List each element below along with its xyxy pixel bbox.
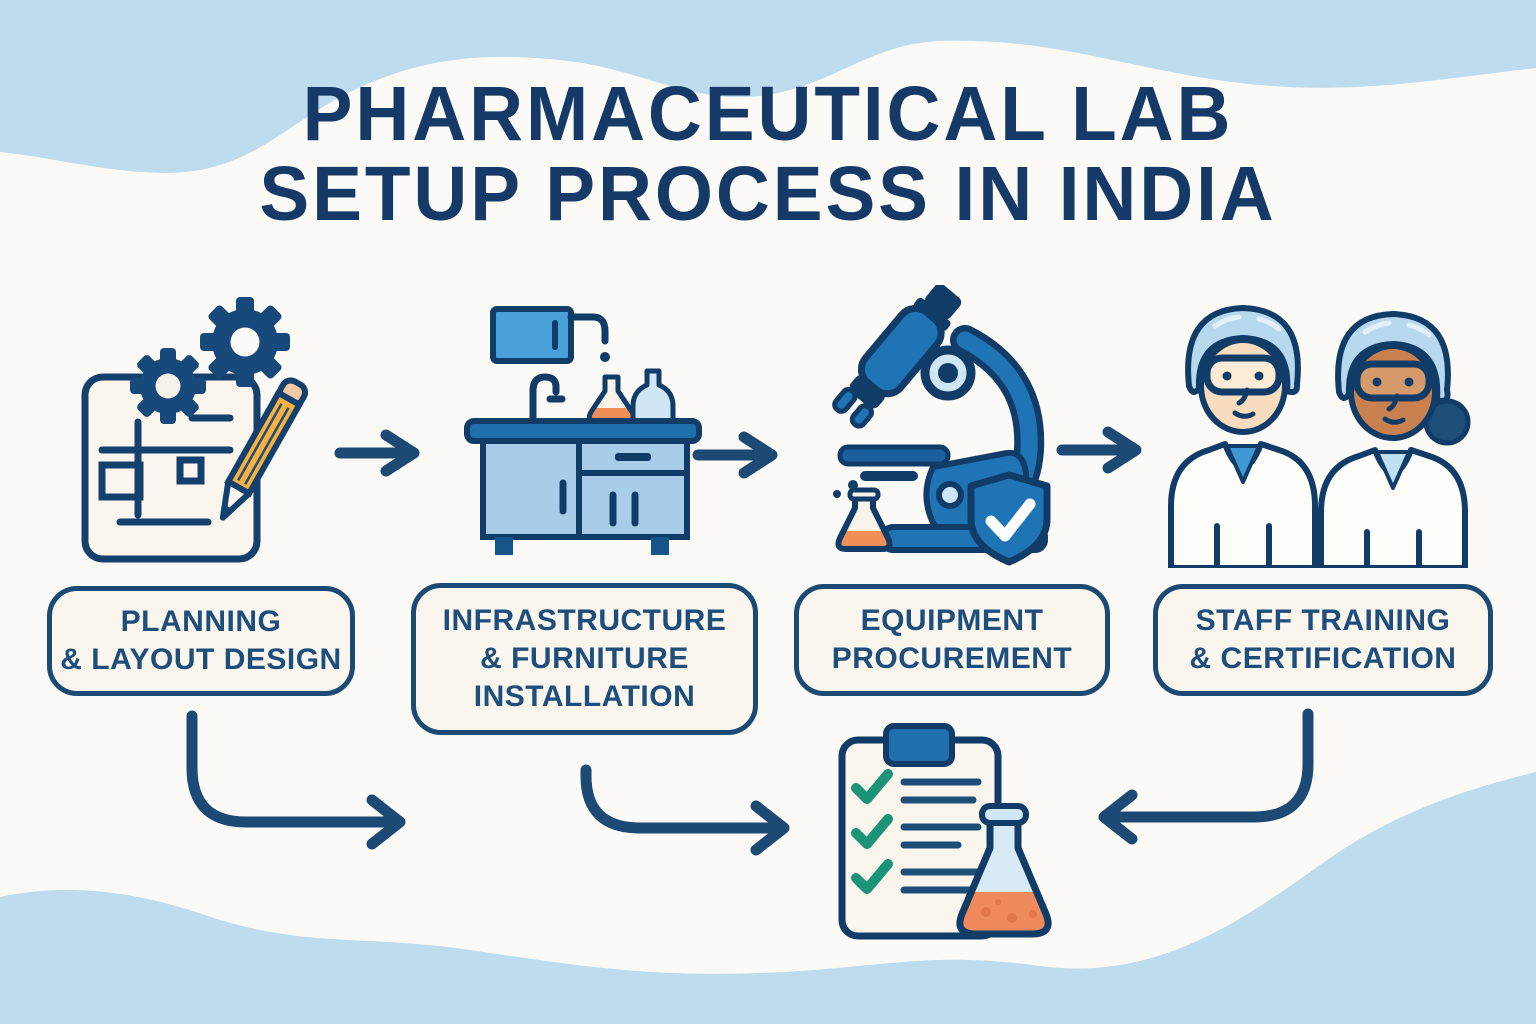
step-box-staff-training: STAFF TRAINING & CERTIFICATION	[1153, 584, 1493, 696]
checkmark-icon	[851, 859, 893, 894]
step-box-infrastructure: INFRASTRUCTURE & FURNITURE INSTALLATION	[411, 583, 758, 735]
floor-plan-lines	[98, 414, 234, 526]
gear-icon	[130, 348, 206, 424]
result-flask-icon	[956, 803, 1052, 938]
base-cabinet	[480, 438, 690, 540]
step-box-equipment: EQUIPMENT PROCUREMENT	[794, 584, 1110, 696]
checklist-flask-icon	[838, 723, 1052, 940]
step-label-line: INSTALLATION	[473, 680, 696, 713]
step-label-line: & FURNITURE	[480, 642, 689, 675]
quality-shield-icon	[967, 471, 1051, 566]
lab-staff-icon	[1168, 305, 1471, 568]
staff-person-right	[1318, 311, 1471, 568]
safety-goggles-icon	[1203, 354, 1283, 396]
step-label-line: STAFF TRAINING	[1195, 604, 1451, 637]
hairnet-cap-icon	[1185, 305, 1301, 396]
page-title: PHARMACEUTICAL LAB SETUP PROCESS IN INDI…	[23, 74, 1513, 234]
pencil-icon	[219, 377, 308, 521]
checkmark-icon	[851, 769, 893, 804]
lab-bench-icon	[464, 306, 702, 555]
step-label-line: PROCUREMENT	[831, 642, 1073, 675]
clipboard-clip	[883, 723, 955, 767]
checkmark-icon	[851, 814, 893, 849]
microscope-tube	[832, 285, 962, 429]
bench-foot	[495, 537, 513, 555]
step-label-line: EQUIPMENT	[860, 604, 1044, 637]
step-box-planning: PLANNING & LAYOUT DESIGN	[47, 586, 355, 696]
top-wave-shape	[0, 0, 1536, 173]
step-label-line: & CERTIFICATION	[1189, 642, 1457, 675]
step-label-line: INFRASTRUCTURE	[442, 604, 727, 637]
bottom-wave-shape	[0, 772, 1536, 1024]
microscope-stage	[837, 444, 951, 467]
title-line-1: PHARMACEUTICAL LAB	[302, 71, 1234, 157]
microscope-shield-icon	[832, 285, 1051, 566]
wall-cabinet	[490, 306, 574, 364]
title-line-2: SETUP PROCESS IN INDIA	[259, 151, 1277, 237]
wall-pipe	[567, 313, 609, 345]
flask-icon	[835, 487, 893, 552]
faucet-icon	[529, 373, 566, 421]
blueprint-gears-pencil-icon	[81, 297, 308, 563]
step-label-line: PLANNING	[120, 605, 282, 638]
shirt	[1375, 450, 1411, 490]
safety-goggles-icon	[1353, 360, 1433, 402]
base-knob	[936, 481, 964, 509]
step-label-line: & LAYOUT DESIGN	[60, 643, 342, 676]
hairnet-cap-icon	[1335, 311, 1451, 404]
flask-on-counter	[586, 374, 637, 424]
checklist-rows	[851, 769, 982, 894]
staff-person-left	[1168, 305, 1318, 568]
gear-icon	[200, 297, 290, 387]
bench-foot	[651, 537, 669, 555]
shirt	[1225, 444, 1261, 484]
